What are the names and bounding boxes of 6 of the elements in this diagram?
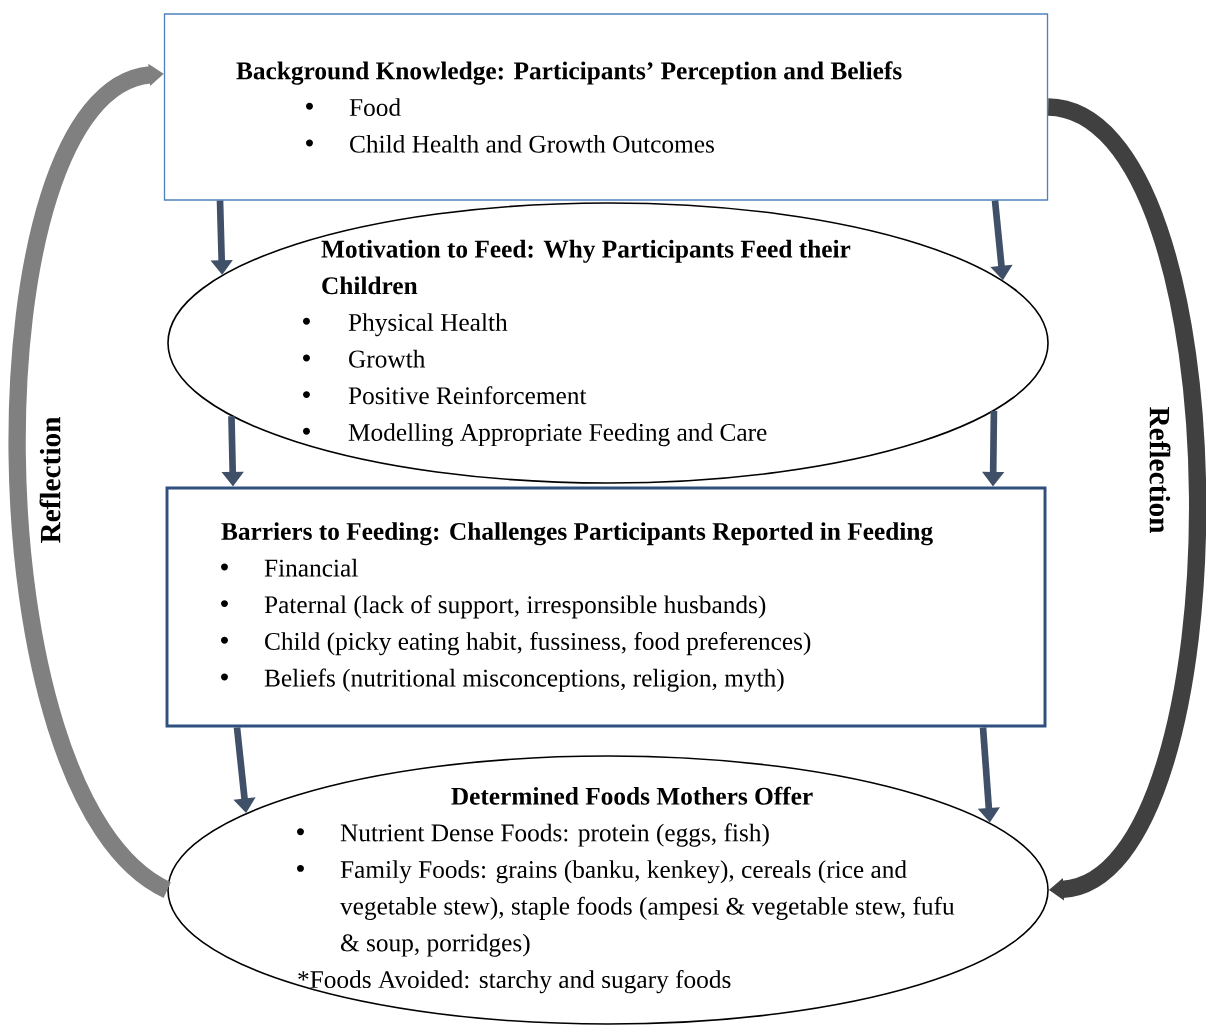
arrow (1045, 98, 1206, 901)
process-box: Barriers to Feeding: Challenges Participants Reported in Feeding Financial Paternal (lack of support, irresponsible husbands) Child (picky eating habit, fussiness, food preferences) Beliefs (nutritional misconceptions, religion, myth) (165, 486, 1047, 728)
process-box: Background Knowledge: Participants’ Perception and Beliefs Food Child Health and Growth Outcomes (163, 13, 1049, 201)
edge-label: Reflection (38, 415, 62, 545)
edge-label: Reflection (1148, 405, 1172, 535)
arrow (8, 63, 173, 897)
